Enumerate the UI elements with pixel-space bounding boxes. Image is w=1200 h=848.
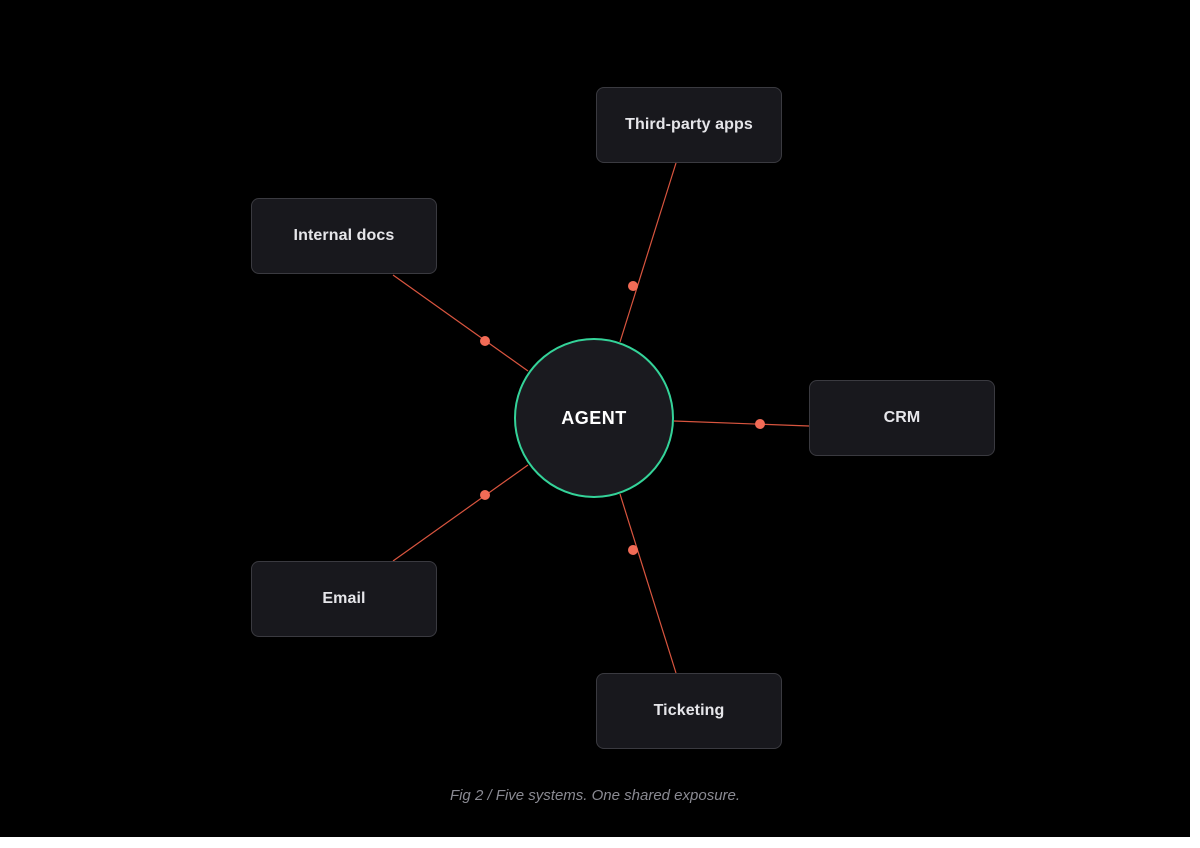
connector-email (392, 464, 529, 562)
connector-ticketing (619, 493, 677, 674)
node-crm: CRM (809, 380, 995, 456)
connector-dot-email (480, 490, 490, 500)
node-third-party-apps: Third-party apps (596, 87, 782, 163)
connector-dot-third-party-apps (628, 281, 638, 291)
connector-third-party-apps (619, 162, 677, 343)
diagram-canvas: Third-party apps Internal docs CRM Email… (0, 0, 1190, 837)
figure-caption: Fig 2 / Five systems. One shared exposur… (449, 787, 741, 804)
connector-internal-docs (392, 274, 529, 372)
connector-dot-ticketing (628, 545, 638, 555)
node-ticketing: Ticketing (596, 673, 782, 749)
node-email: Email (251, 561, 437, 637)
connector-crm (673, 420, 810, 427)
node-internal-docs: Internal docs (251, 198, 437, 274)
connector-dot-internal-docs (480, 336, 490, 346)
connector-layer (392, 162, 810, 674)
agent-node: AGENT (514, 338, 674, 498)
connector-dot-crm (755, 419, 765, 429)
